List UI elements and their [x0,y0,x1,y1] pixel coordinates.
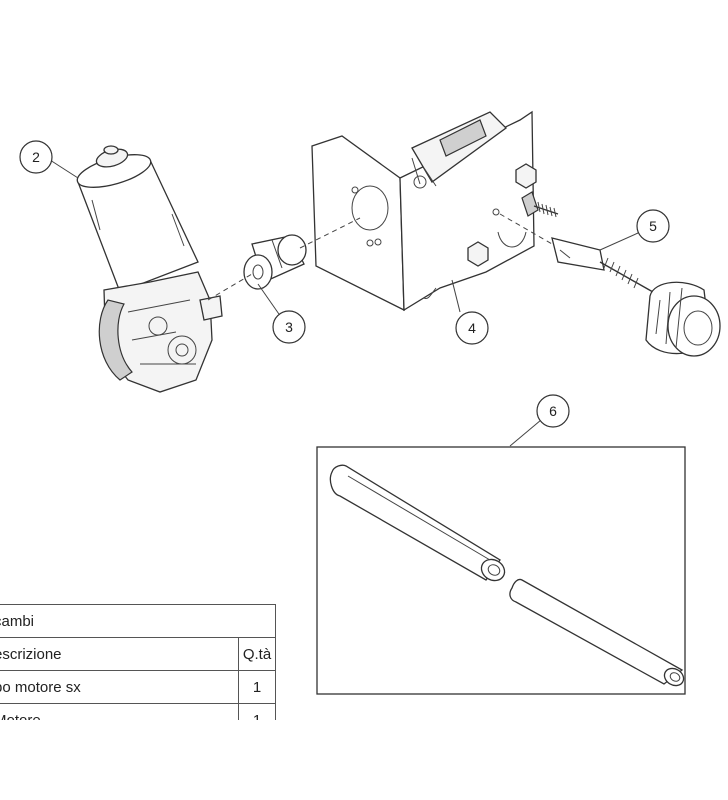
row-description: po motore sx [0,670,239,704]
table-header-row: escrizione Q.tà [0,637,276,671]
knob-part [551,237,721,357]
table-title-row: cambi [0,604,276,638]
svg-text:2: 2 [32,149,40,165]
column-header-qty: Q.tà [238,637,276,671]
parts-list-table-wrapper: cambi escrizione Q.tà po motore sx 1 Mot… [0,604,277,720]
callout-4: 4 [455,311,489,345]
rod-kit-part [316,446,686,695]
svg-text:5: 5 [649,218,657,234]
callout-2: 2 [19,140,53,174]
bolt-part [521,191,559,218]
coupling-part [243,234,307,290]
bracket-part [311,110,537,312]
table-title: cambi [0,604,276,638]
callout-6: 6 [536,394,570,428]
svg-text:6: 6 [549,403,557,419]
svg-text:3: 3 [285,319,293,335]
column-header-description: escrizione [0,637,239,671]
parts-list-table: cambi escrizione Q.tà po motore sx 1 Mot… [0,604,276,720]
row-description: Motore [0,703,239,720]
table-row: Motore 1 [0,703,276,720]
callout-3: 3 [272,310,306,344]
table-row: po motore sx 1 [0,670,276,704]
row-qty: 1 [238,703,276,720]
motor-part [76,145,223,393]
callout-5: 5 [636,209,670,243]
svg-text:4: 4 [468,320,476,336]
row-qty: 1 [238,670,276,704]
